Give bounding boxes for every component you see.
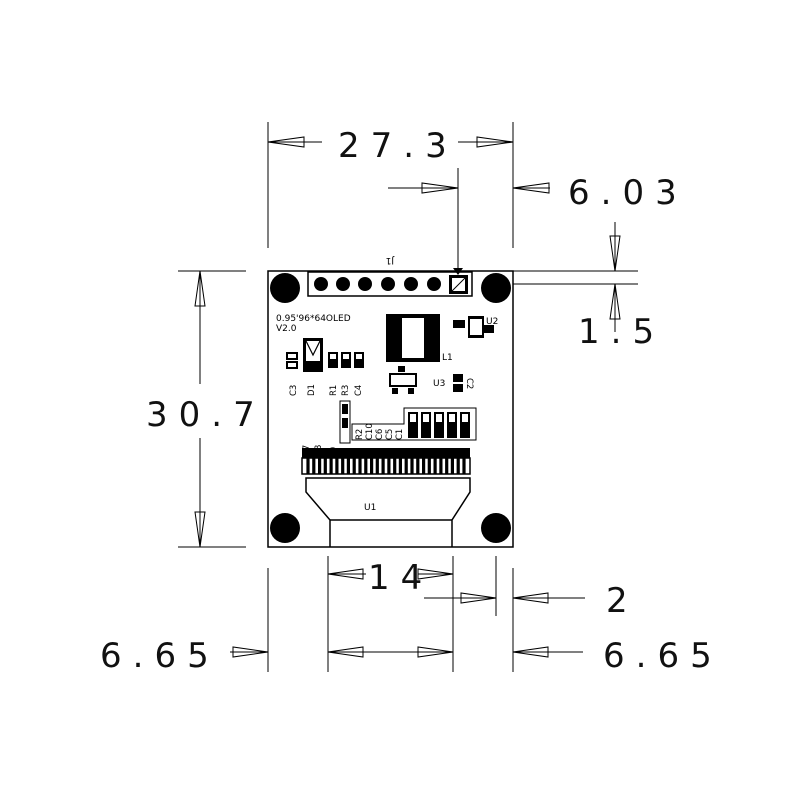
- fpc-pin: [416, 458, 420, 474]
- dim-pin-offset: 6.03: [388, 173, 688, 213]
- fpc-pin: [375, 458, 379, 474]
- fpc-pin: [398, 458, 402, 474]
- dim-flex-to-hole: 2: [424, 581, 639, 621]
- c1-label: C1: [395, 429, 405, 440]
- dim-header-gap: 1.5: [578, 222, 665, 352]
- dim-board-height: 30.7: [146, 270, 266, 548]
- c3-label: C3: [289, 385, 299, 396]
- fpc-pin: [352, 458, 356, 474]
- components-c3-d1: C3 D1: [286, 338, 323, 396]
- mounting-hole-bottom-right: [481, 513, 511, 543]
- extension-lines: [178, 122, 638, 672]
- dim-flex-width-label: 14: [368, 558, 433, 598]
- dim-right-margin-label: 6.65: [603, 636, 723, 676]
- dim-board-width: 27.3: [267, 126, 514, 166]
- fpc-pin: [462, 458, 466, 474]
- mounting-hole-bottom-left: [270, 513, 300, 543]
- fpc-pin: [341, 458, 345, 474]
- fpc-pin: [364, 458, 368, 474]
- fpc-pin: [370, 458, 374, 474]
- components-r1-r3-c4: R1 R3 C4: [328, 352, 364, 396]
- r3-label: R3: [341, 385, 351, 396]
- fpc-pin: [433, 458, 437, 474]
- ic-u3-label: U3: [433, 379, 445, 389]
- fpc-pin: [381, 458, 385, 474]
- fpc-pins: [306, 458, 466, 474]
- ic-u2-label: U2: [486, 317, 498, 327]
- inductor-l1-label: L1: [442, 353, 453, 363]
- fpc-pin: [393, 458, 397, 474]
- c10-label: C10: [365, 423, 375, 440]
- ic-u2: U2: [453, 316, 498, 338]
- c5-label: C5: [385, 429, 395, 440]
- fpc-connector: [301, 448, 471, 480]
- fpc-pin: [450, 458, 454, 474]
- fpc-pin: [445, 458, 449, 474]
- dim-pin-offset-label: 6.03: [568, 173, 688, 213]
- fpc-pin: [318, 458, 322, 474]
- fpc-pin: [346, 458, 350, 474]
- fpc-pin: [358, 458, 362, 474]
- capacitor-c2: C2: [453, 374, 474, 392]
- inductor-l1: L1: [386, 314, 453, 363]
- pcb-board: J1 0.95'96*64OLED V2.0 L1 U2: [267, 255, 514, 548]
- r2-label: R2: [355, 429, 365, 440]
- dim-board-height-label: 30.7: [146, 395, 266, 435]
- fpc-pin: [456, 458, 460, 474]
- header-j1-label: J1: [386, 255, 395, 265]
- fpc-pin: [410, 458, 414, 474]
- c4-label: C4: [354, 385, 364, 396]
- c2-label: C2: [464, 378, 474, 389]
- mounting-hole-top-left: [270, 273, 300, 303]
- dim-header-gap-label: 1.5: [578, 312, 665, 352]
- dim-left-margin-label: 6.65: [100, 636, 220, 676]
- ic-u3: U3: [389, 366, 445, 394]
- dim-flex-width: 14: [327, 558, 454, 598]
- c6-label: C6: [375, 429, 385, 440]
- mounting-hole-top-right: [481, 273, 511, 303]
- display-u1-label: U1: [364, 503, 376, 513]
- fpc-pin: [335, 458, 339, 474]
- component-bank-right: R2 C10 C6 C5 C1: [351, 407, 477, 441]
- dim-board-width-label: 27.3: [338, 126, 458, 166]
- fpc-pin: [439, 458, 443, 474]
- fpc-pin: [427, 458, 431, 474]
- dim-flex-to-hole-label: 2: [606, 581, 639, 621]
- version-text: V2.0: [276, 324, 297, 334]
- model-text: 0.95'96*64OLED: [276, 314, 351, 324]
- display-u1: U1: [305, 480, 471, 547]
- fpc-pin: [404, 458, 408, 474]
- fpc-pin: [312, 458, 316, 474]
- fpc-pin: [329, 458, 333, 474]
- header-j1: J1: [307, 255, 473, 297]
- d1-label: D1: [307, 384, 317, 396]
- fpc-pin: [387, 458, 391, 474]
- fpc-pin: [422, 458, 426, 474]
- dim-bottom-margins: 6.65 6.65: [100, 636, 723, 676]
- fpc-pin: [306, 458, 310, 474]
- r1-label: R1: [329, 385, 339, 396]
- fpc-pin: [323, 458, 327, 474]
